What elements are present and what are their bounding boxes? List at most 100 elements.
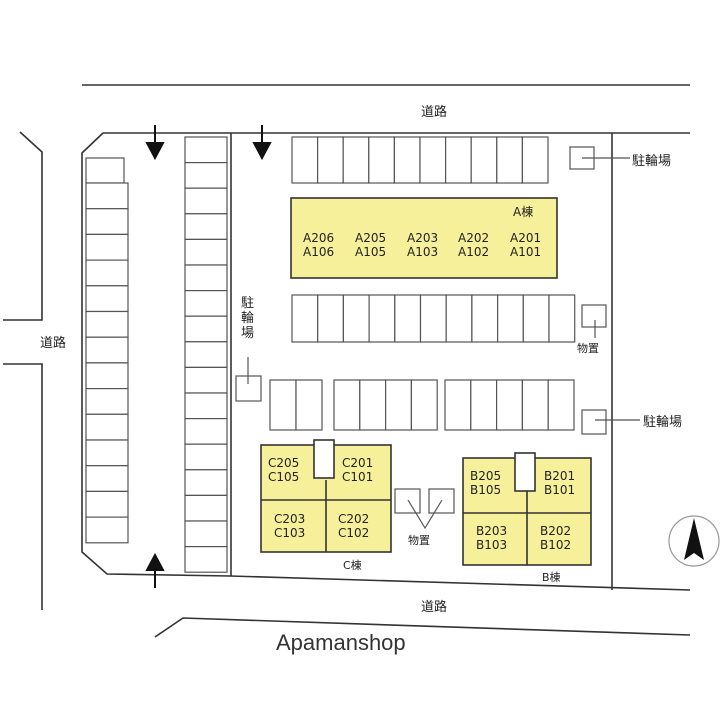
- left-road-edge-lower: [3, 363, 43, 610]
- parking-space: [342, 136, 370, 184]
- parking-space: [85, 490, 129, 518]
- parking-space: [184, 366, 228, 394]
- parking-space: [269, 379, 297, 431]
- parking-space: [521, 136, 549, 184]
- parking-space: [184, 443, 228, 471]
- parking-space: [85, 465, 129, 493]
- parking-space: [85, 336, 129, 364]
- parking-space: [548, 294, 576, 343]
- building-a-label: A棟: [513, 205, 534, 219]
- parking-space: [85, 233, 129, 261]
- building-a: [290, 197, 558, 279]
- parking-space: [184, 162, 228, 189]
- parking-space: [184, 494, 228, 522]
- exit-arrow-icon: [145, 552, 165, 571]
- bicycle-parking-label: 駐輪場: [632, 154, 672, 169]
- parking-space: [419, 294, 447, 343]
- watermark-logo: Apamanshop: [276, 630, 406, 655]
- parking-space: [184, 341, 228, 368]
- bicycle-parking-label-vertical: 駐 輪 場: [241, 296, 255, 341]
- parking-space: [184, 469, 228, 496]
- storage-east: [581, 304, 607, 328]
- parking-space: [85, 439, 129, 467]
- storage-label: 物置: [577, 342, 599, 355]
- parking-space: [85, 285, 129, 313]
- parking-space: [184, 418, 228, 445]
- parking-space: [184, 520, 228, 548]
- parking-space: [291, 136, 319, 184]
- parking-space: [295, 379, 323, 431]
- parking-space: [184, 315, 228, 343]
- parking-space: [393, 136, 421, 184]
- leader-line: [407, 499, 443, 530]
- label-char: 場: [241, 326, 255, 341]
- parking-space: [184, 264, 228, 292]
- parking-space: [496, 136, 523, 184]
- parking-space: [419, 136, 447, 184]
- parking-space: [521, 379, 549, 431]
- parking-space: [85, 413, 129, 441]
- parking-space: [368, 136, 395, 184]
- parking-space: [317, 294, 345, 343]
- parking-space: [85, 157, 125, 184]
- entry-arrow-icon: [145, 142, 165, 161]
- storage-1: [394, 488, 421, 514]
- parking-space: [471, 294, 499, 343]
- stairwell-c: [313, 439, 335, 479]
- stairwell-b: [514, 452, 536, 492]
- parking-space: [85, 259, 129, 287]
- parking-space: [85, 388, 129, 415]
- entry-arrow-icon: [252, 142, 272, 161]
- parking-space: [445, 294, 473, 343]
- label-char: 輪: [241, 311, 255, 326]
- parking-space: [184, 545, 228, 573]
- parking-space: [394, 294, 422, 343]
- parking-space: [85, 182, 129, 210]
- parking-space: [184, 238, 228, 266]
- parking-space: [445, 136, 472, 184]
- parking-space: [359, 379, 387, 431]
- parking-space: [368, 294, 396, 343]
- parking-space: [85, 310, 129, 338]
- parking-space: [333, 379, 361, 431]
- parking-space: [184, 392, 228, 420]
- parking-space: [547, 379, 575, 431]
- bicycle-parking-label: 駐輪場: [643, 415, 683, 430]
- parking-space: [497, 294, 524, 343]
- building-c-label: C棟: [343, 559, 362, 572]
- label-char: 駐: [241, 296, 255, 311]
- parking-space: [385, 379, 413, 431]
- storage-label: 物置: [408, 534, 430, 547]
- parking-space: [342, 294, 370, 343]
- road-label-bottom: 道路: [421, 600, 448, 615]
- north-arrow-icon: [668, 515, 720, 567]
- road-label-left: 道路: [40, 336, 67, 351]
- lot-boundary: [81, 132, 691, 591]
- parking-space: [184, 290, 228, 317]
- building-b-label: B棟: [542, 571, 561, 584]
- parking-space: [85, 516, 129, 544]
- parking-space: [444, 379, 472, 431]
- parking-space: [291, 294, 319, 343]
- road-label-top: 道路: [421, 105, 448, 120]
- parking-space: [317, 136, 344, 184]
- parking-space: [470, 379, 498, 431]
- parking-space: [85, 362, 129, 390]
- parking-space: [85, 208, 129, 235]
- parking-space: [184, 136, 228, 164]
- parking-space: [184, 187, 228, 215]
- parking-space: [410, 379, 438, 431]
